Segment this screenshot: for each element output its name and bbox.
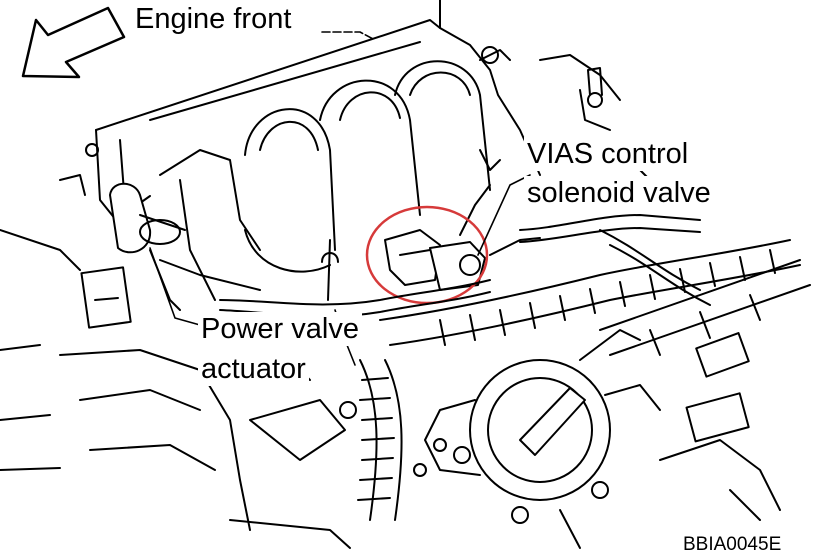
vias-solenoid-part <box>384 149 541 291</box>
engine-front-label: Engine front <box>132 2 295 36</box>
power-valve-label-line1: Power valve <box>198 312 362 346</box>
fuel-rail <box>579 259 811 521</box>
figure-code: BBIA0045E <box>683 535 782 551</box>
lower-left-bracket <box>0 229 581 549</box>
power-valve-label-line2: actuator <box>198 352 309 386</box>
throttle-body <box>424 359 661 524</box>
vias-label-line2: solenoid valve <box>524 176 714 210</box>
vias-label-line1: VIAS control <box>524 137 692 171</box>
engine-front-arrow-icon <box>21 6 126 79</box>
power-valve-actuator-part <box>59 143 261 329</box>
wiring-harness <box>357 229 801 521</box>
